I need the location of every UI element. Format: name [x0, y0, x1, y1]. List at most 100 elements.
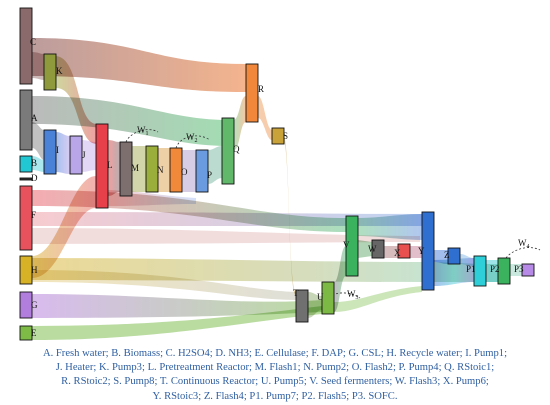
node-y [421, 211, 435, 291]
node-label-h: H [31, 265, 38, 275]
flow-p1-p2 [486, 260, 498, 282]
node-label-j: J [82, 150, 86, 160]
node-x [397, 243, 411, 259]
node-n [145, 145, 159, 193]
flow-f-z [32, 228, 420, 244]
node-label-c: C [30, 37, 36, 47]
node-d [19, 177, 33, 181]
flow-z-p1 [460, 254, 474, 266]
flow-i-j [56, 132, 70, 174]
node-label-b: B [31, 158, 37, 168]
flow-a-i [32, 122, 44, 160]
node-p2 [497, 257, 511, 285]
node-label-g: G [31, 300, 38, 310]
node-label-x: X [394, 248, 401, 258]
node-label-u: U [317, 292, 324, 302]
node-a [19, 89, 33, 151]
node-w [371, 239, 385, 259]
flow-b-i [32, 156, 44, 172]
flow-p2-p3 [510, 264, 522, 276]
node-label-r: R [258, 84, 264, 94]
node-p [195, 149, 209, 193]
flow-o-p [182, 150, 196, 192]
node-i [43, 129, 57, 175]
node-u [321, 281, 335, 315]
flow-g-u [32, 294, 322, 318]
heat-arc-w2 [175, 135, 211, 149]
flow-h-t [32, 270, 296, 300]
flow-links [32, 38, 522, 340]
node-label-d: D [31, 173, 38, 183]
node-label-z: Z [444, 250, 450, 260]
node-m [119, 141, 133, 197]
process-nodes [19, 7, 535, 341]
heat-arc-w1 [125, 129, 159, 143]
caption-line-4: Y. RStoic3; Z. Flash4; P1. Pump7; P2. Fl… [152, 390, 398, 402]
node-t [295, 289, 309, 323]
node-label-m: M [131, 163, 139, 173]
flow-a-q [32, 96, 222, 146]
flow-c-k [32, 52, 44, 80]
node-label-e: E [31, 328, 37, 338]
node-b [19, 155, 33, 173]
flow-u-low [334, 286, 422, 312]
node-p1 [473, 255, 487, 287]
caption-line-2: J. Heater; K. Pump3; L. Pretreatment Rea… [55, 362, 495, 374]
flow-q-r [234, 96, 246, 150]
heat-arc-w3 [325, 292, 361, 301]
heat-label-w1: W1 [137, 125, 149, 137]
heat-duty-arcs [125, 129, 541, 301]
flow-v-y [358, 214, 422, 240]
heat-label-w2: W2 [186, 132, 198, 144]
node-label-p3: P3 [514, 264, 524, 274]
node-labels: C K A BD F H G E I J L M N O P Q R S T U V W X Y Z P1 P2 P3 [30, 37, 524, 338]
node-g [19, 291, 33, 319]
node-label-s: S [283, 131, 288, 141]
node-label-i: I [56, 145, 59, 155]
node-label-t: T [293, 288, 299, 298]
flow-y-p1 [434, 258, 474, 286]
node-label-p2: P2 [490, 264, 500, 274]
flow-n-o [158, 148, 170, 192]
node-label-f: F [31, 210, 36, 220]
node-h [19, 255, 33, 285]
node-label-a: A [31, 113, 38, 123]
node-label-w: W [368, 244, 377, 254]
node-p3 [521, 263, 535, 277]
flow-t-u [308, 292, 322, 318]
flow-l-m [108, 140, 120, 196]
heat-arc-w4 [505, 247, 541, 259]
node-v [345, 215, 359, 277]
node-r [245, 63, 259, 123]
node-j [69, 135, 83, 175]
caption-line-3: R. RStoic2; S. Pump8; T. Continuous Reac… [61, 376, 489, 388]
flow-x-y [410, 246, 422, 258]
node-label-l: L [107, 160, 113, 170]
node-label-o: O [181, 167, 188, 177]
flow-v-w [358, 240, 372, 258]
flow-c-r [32, 38, 246, 92]
node-l [95, 123, 109, 209]
node-s [271, 127, 285, 145]
node-label-k: K [56, 66, 63, 76]
heat-label-w3: W3 [347, 289, 359, 301]
node-q [221, 117, 235, 185]
flow-e-u [32, 306, 322, 340]
node-k [43, 53, 57, 91]
flow-j-l [82, 140, 96, 172]
caption-line-1: A. Fresh water; B. Biomass; C. H2SO4; D.… [42, 348, 508, 359]
node-label-v: V [343, 240, 350, 250]
flow-m-n [132, 146, 146, 192]
node-z [447, 247, 461, 265]
node-label-p1: P1 [466, 264, 476, 274]
node-label-n: N [157, 165, 164, 175]
flow-f-y [32, 212, 422, 226]
node-label-p: P [207, 170, 212, 180]
node-label-y: Y [418, 246, 425, 256]
node-c [19, 7, 33, 85]
node-label-q: Q [233, 144, 240, 154]
heat-label-w4: W4 [518, 238, 530, 250]
node-e [19, 325, 33, 341]
